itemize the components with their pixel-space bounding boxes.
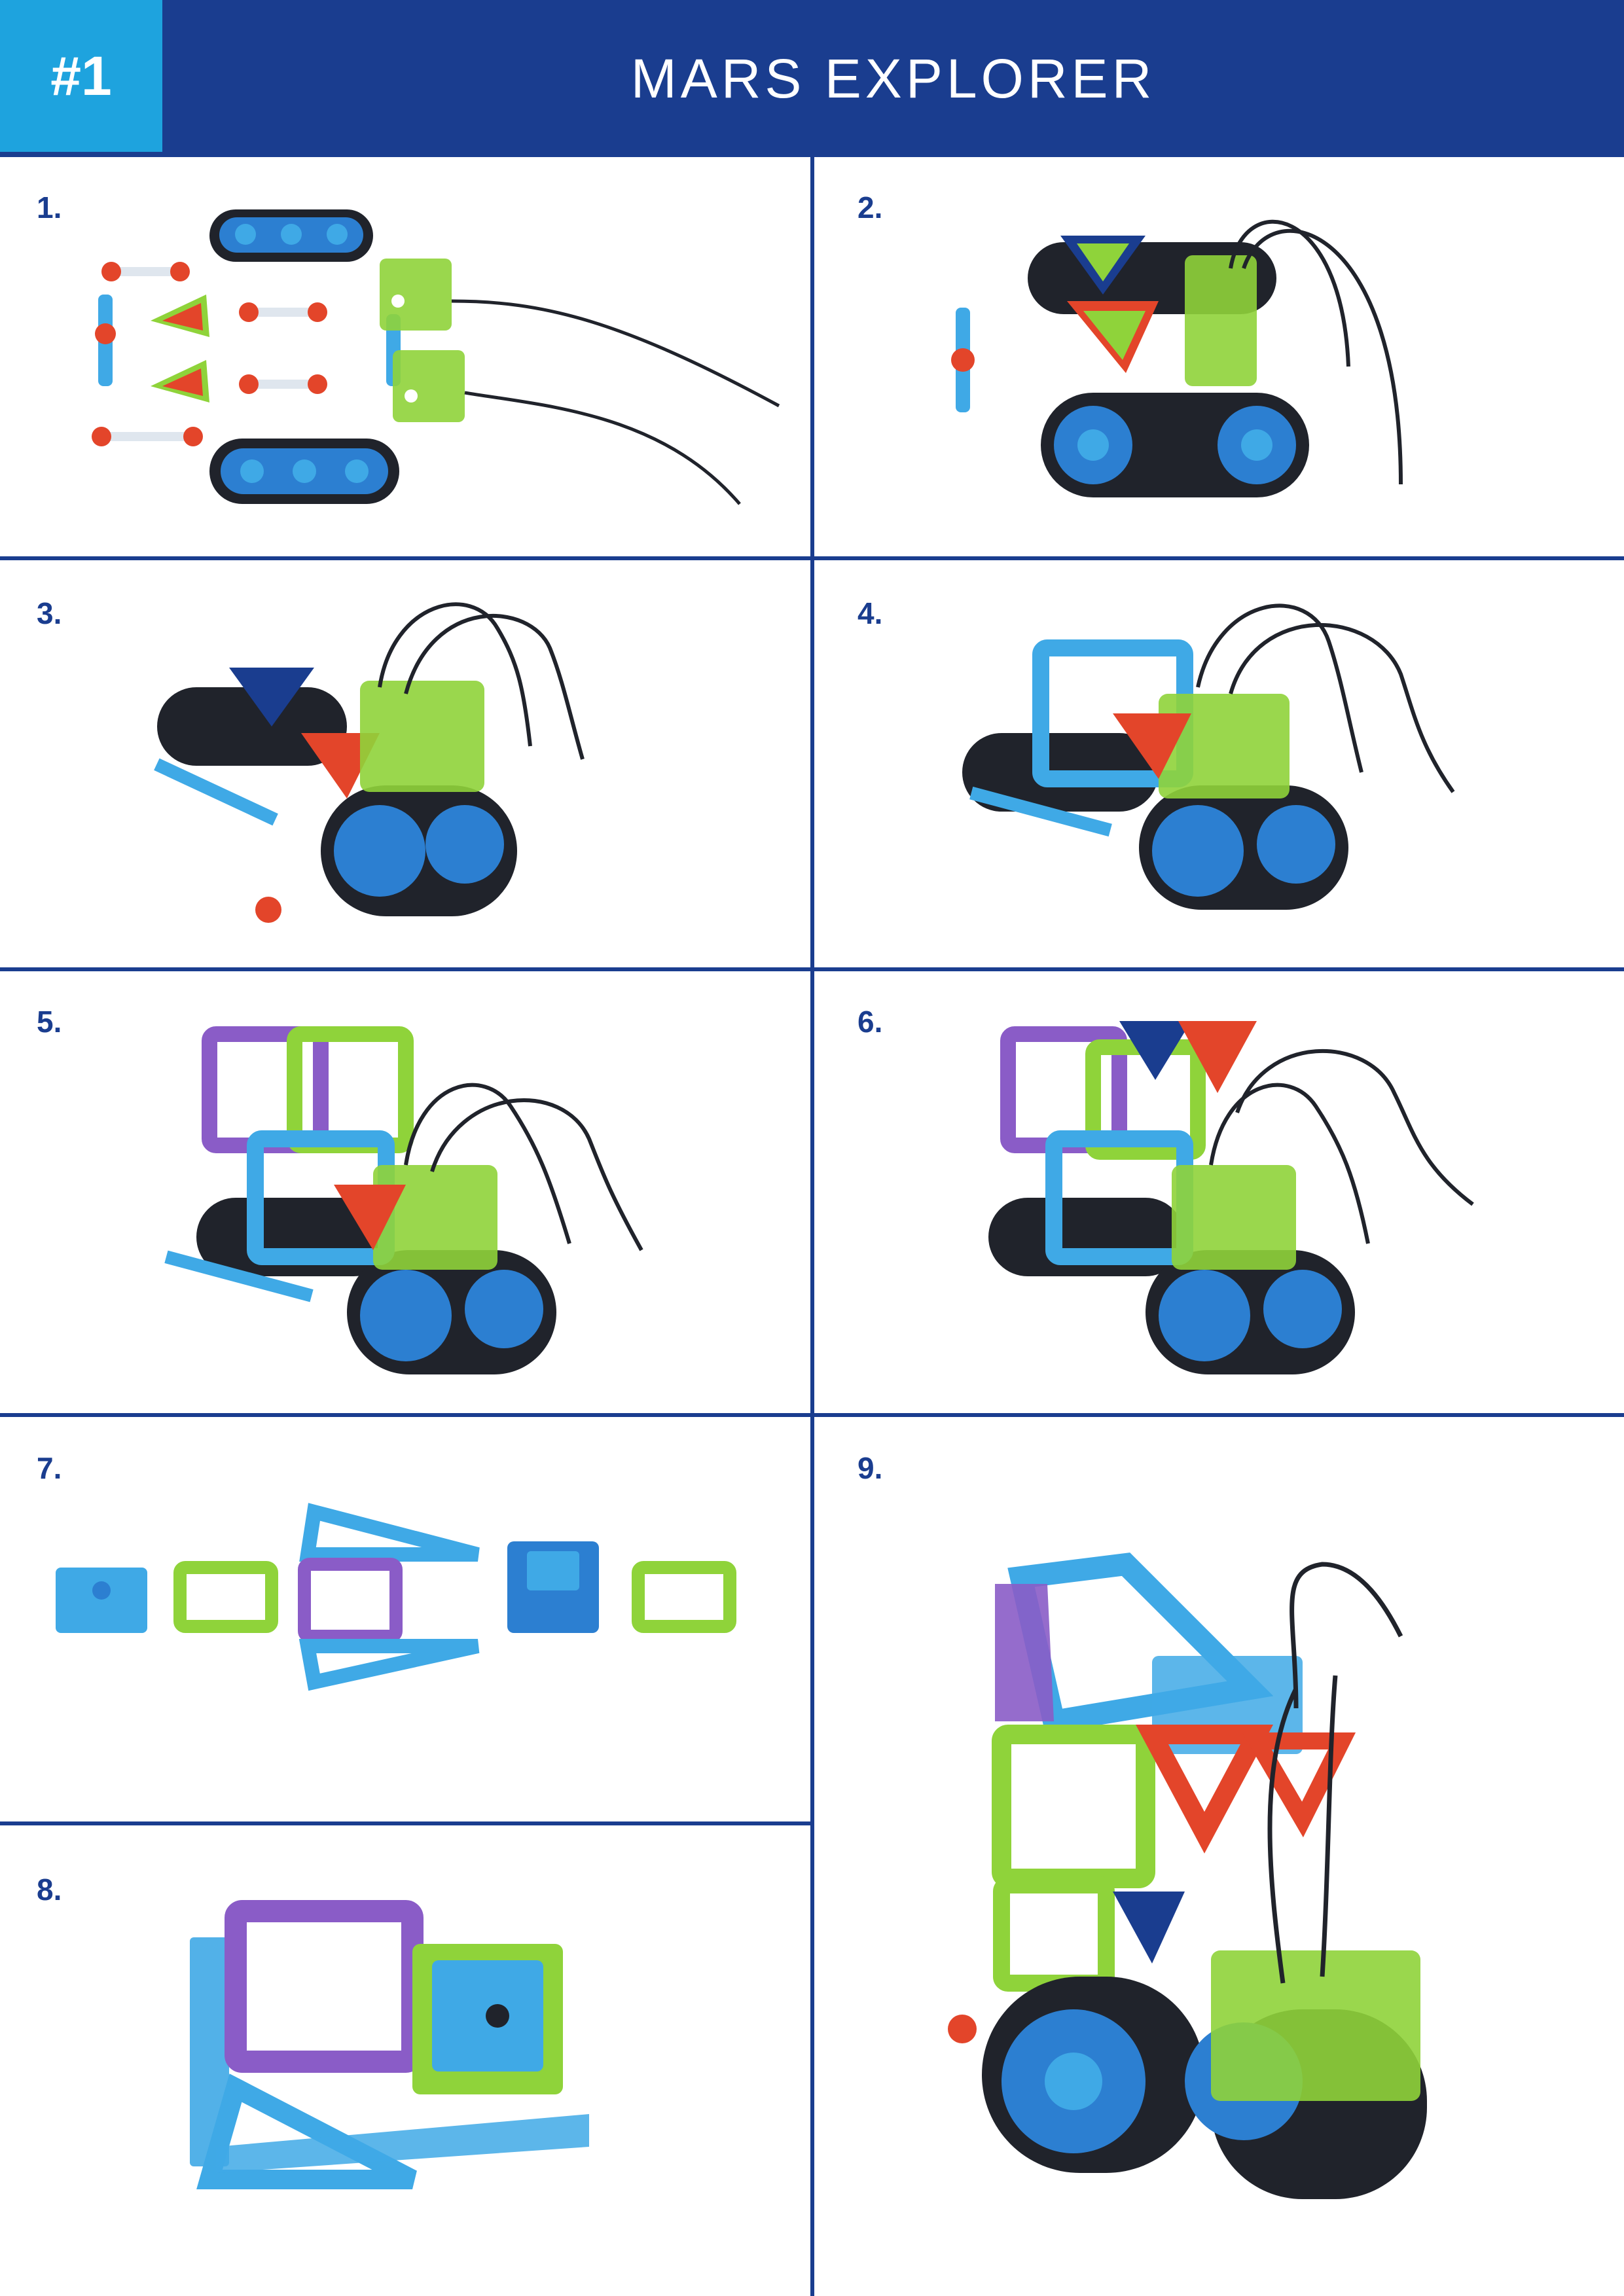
page-title: MARS EXPLORER bbox=[630, 47, 1156, 109]
step-label-7: 7. bbox=[37, 1451, 62, 1485]
rod-pieces bbox=[92, 262, 327, 446]
step-9-illustration bbox=[929, 1552, 1519, 2225]
triangle-pieces bbox=[151, 295, 209, 403]
step-2-illustration bbox=[929, 196, 1584, 524]
step-8-illustration bbox=[170, 1898, 628, 2189]
step-label-2: 2. bbox=[857, 190, 883, 224]
step-5-illustration bbox=[144, 1008, 733, 1401]
motor-block bbox=[380, 259, 465, 422]
step-label-6: 6. bbox=[857, 1005, 883, 1039]
grid-divider-row3 bbox=[0, 1413, 1624, 1417]
step-label-1: 1. bbox=[37, 190, 62, 224]
step-4-illustration bbox=[943, 589, 1584, 929]
grid-vertical-divider bbox=[810, 157, 814, 2296]
step-6-illustration bbox=[962, 1008, 1564, 1401]
grid-divider-row1 bbox=[0, 556, 1624, 560]
cables bbox=[451, 299, 780, 505]
model-number-badge: #1 bbox=[0, 0, 162, 152]
page-header: #1 MARS EXPLORER bbox=[0, 0, 1624, 157]
step-3-illustration bbox=[131, 589, 720, 929]
step-label-5: 5. bbox=[37, 1005, 62, 1039]
step-label-9: 9. bbox=[857, 1451, 883, 1485]
step-label-4: 4. bbox=[857, 596, 883, 630]
grid-divider-row2 bbox=[0, 967, 1624, 971]
grid-divider-row4-left bbox=[0, 1821, 810, 1825]
step-1-illustration bbox=[85, 196, 785, 524]
track-piece bbox=[209, 439, 399, 504]
track-piece bbox=[209, 209, 373, 262]
step-7-illustration bbox=[52, 1503, 772, 1702]
step-label-8: 8. bbox=[37, 1873, 62, 1907]
step-label-3: 3. bbox=[37, 596, 62, 630]
